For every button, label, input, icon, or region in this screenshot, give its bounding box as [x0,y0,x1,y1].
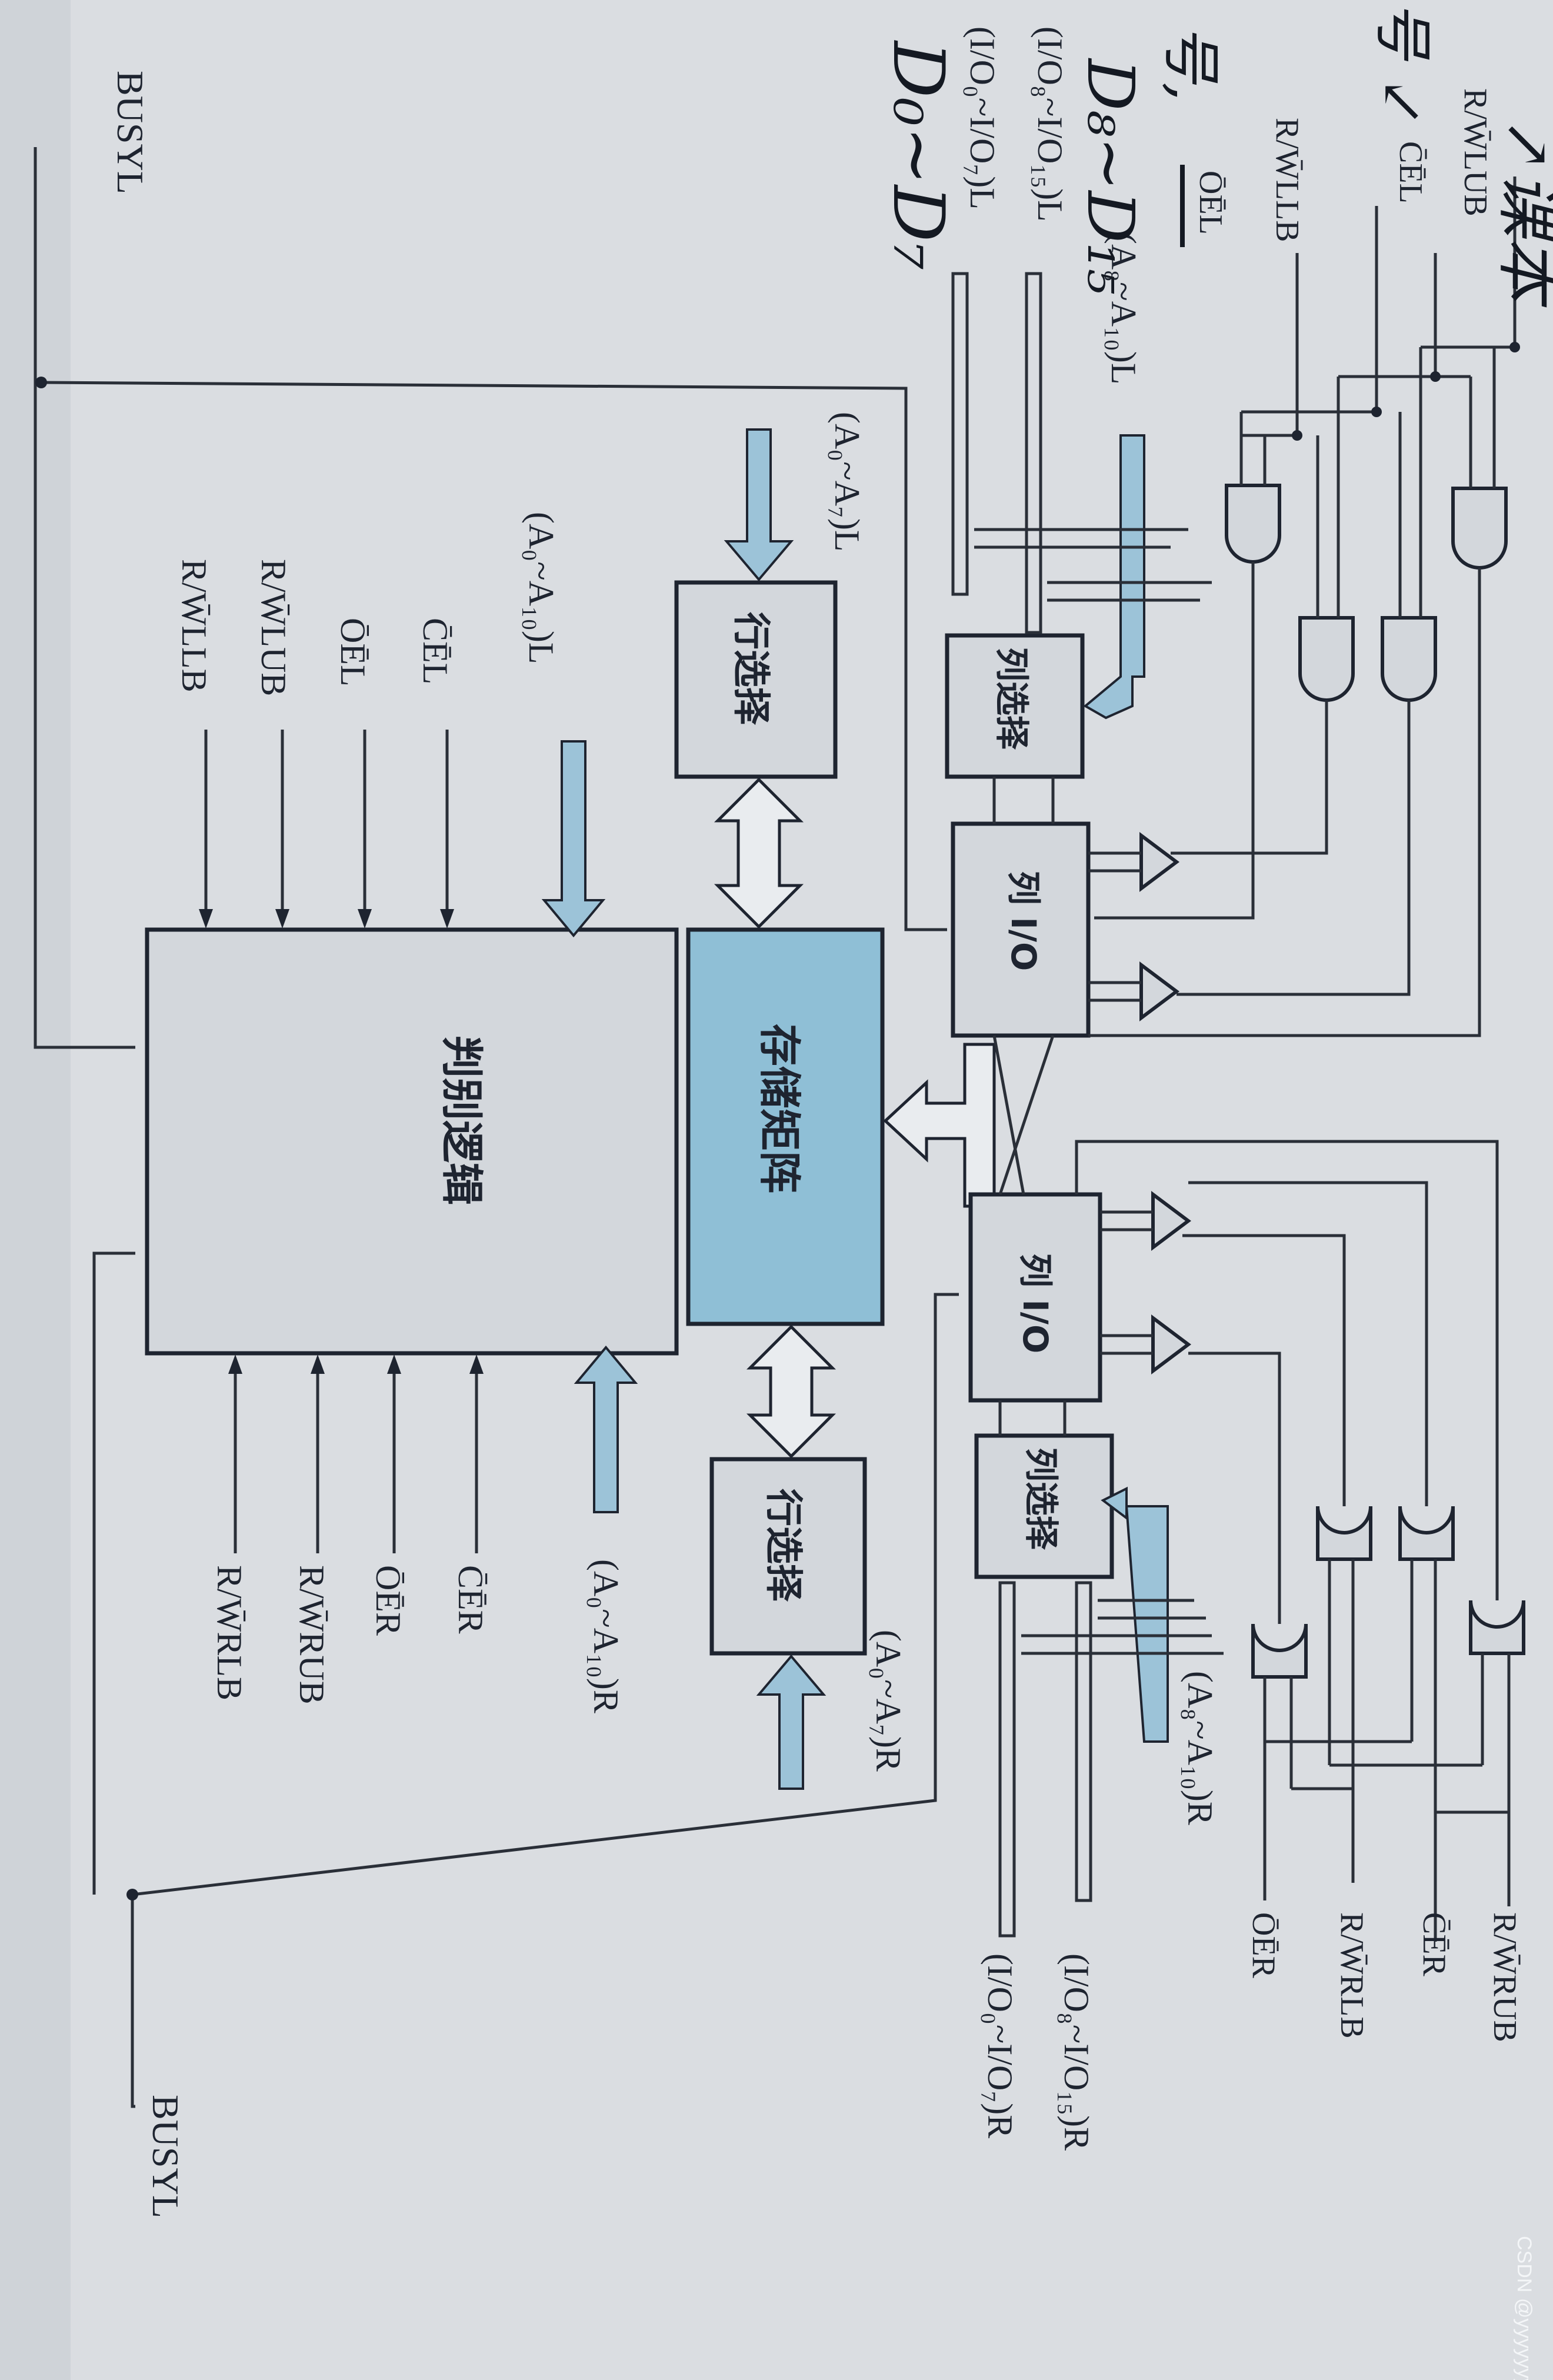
oe-r-right-label: ŌĒR [1245,1912,1282,1979]
io-hi-right-label: (I/O₈~I/O₁₅)R [1057,1953,1096,2151]
io-hi-left-label: (I/O₈~I/O₁₅)L [1031,26,1069,222]
handwriting-note-3: 号, [1157,24,1225,101]
busy-left-wire [34,147,135,1049]
judge-rw-llb-label: R/W̄LLB [175,559,214,693]
handwriting-d0-d7: D₀~D₇ [877,40,959,270]
judge-addr-right-label: (A₀~A₁₀)R [586,1559,625,1713]
rw-llb-left-label: R/W̄LLB [1269,118,1305,242]
judge-right-inputs [228,1354,484,1553]
row-right-storage-dblarrow [746,1324,837,1459]
judge-ce-l-label: C̄ĒL [416,618,455,684]
col-select-right-block [974,1433,1114,1579]
col-io-left-label: 列 I/O [1004,871,1044,971]
rw-rlb-right-label: R/W̄RLB [1334,1912,1370,2039]
and-gates-left [1088,177,1520,1037]
judge-rw-rlb-label: R/W̄RLB [210,1565,249,1700]
judge-logic-block [145,927,679,1356]
row-left-storage-dblarrow [714,777,804,929]
row-select-left-label: 行选择 [729,612,772,725]
row-select-right-block [709,1457,867,1656]
handwriting-d8-d15: D₈~D₁₅ [1073,58,1148,295]
busy-left-junction [35,377,47,388]
col-io-right-label: 列 I/O [1015,1253,1055,1353]
row-select-right-label: 行选择 [761,1489,805,1602]
busy-left-label: BUSYL [109,71,151,194]
col-select-right-addr-label: (A₈~A₁₀)R [1181,1671,1219,1825]
busy-right-wire [131,1895,135,2108]
busy-left-top-wire [41,381,947,931]
oe-l-left-label: ŌĒL [1192,171,1229,235]
row-select-left-addr-label: (A₀~A₇)L [828,412,867,552]
busy-right-feedback-wire [92,1251,135,1895]
col-select-left-block [945,633,1085,779]
judge-left-inputs [199,730,454,928]
col-io-right-block [968,1192,1102,1403]
judge-ce-r-label: C̄ĒR [451,1565,490,1634]
storage-array-label: 存储矩阵 [755,1024,804,1193]
rw-rub-right-label: R/W̄RUB [1487,1912,1523,2042]
col-links [992,777,1067,1436]
ce-r-right-label: C̄ĒR [1416,1912,1452,1977]
judge-addr-right-bus [574,1345,638,1513]
col-select-left-label: 列选择 [992,647,1032,750]
and-gates-right [1075,1140,1525,1942]
row-select-right-addr-label: (A₀~A₇)R [869,1630,908,1772]
judge-addr-left-bus [541,740,606,938]
judge-rw-rub-label: R/W̄RUB [292,1565,331,1705]
watermark: CSDN @yyyyyyyy [1513,2236,1535,2380]
judge-rw-lub-label: R/W̄LUB [254,559,293,696]
busy-right-junction [126,1889,138,1900]
judge-logic-label: 判别逻辑 [437,1036,486,1205]
row-select-right-addr-bus [756,1654,827,1790]
col-select-left-addr-bus [1083,434,1145,720]
tristate-buffers [1088,832,1191,1374]
judge-addr-left-label: (A₀~A₁₀)L [522,512,561,664]
data-buses-left [951,272,1212,634]
storage-array-block [686,927,885,1326]
col-io-left-block [951,821,1091,1038]
handwriting-top-note: ↗课本 [1491,118,1553,308]
data-buses-right [998,1581,1224,1938]
col-select-right-label: 列选择 [1021,1447,1061,1550]
busy-right-label: BUSYL [145,2095,186,2218]
io-lo-right-label: (I/O₀~I/O₇)R [981,1953,1019,2138]
row-select-left-addr-bus [724,428,794,582]
col-select-right-addr-bus [1101,1486,1169,1743]
handwriting-note-2: 号 ↙ [1368,0,1437,127]
col-select-left-addr-label: (A₈~A₁₀)L [1104,232,1143,385]
storage-colio-dblarrow [883,1043,996,1208]
judge-oe-r-label: ŌĒR [369,1565,408,1636]
row-select-left-block [674,580,838,779]
judge-oe-l-label: ŌĒL [334,618,372,687]
io-lo-left-label: (I/O₀~I/O₇)L [963,26,1002,209]
rw-lub-left-label: R/W̄LUB [1457,88,1494,217]
busy-right-bottom-wire [132,1293,959,1896]
ce-l-left-label: C̄ĒL [1392,141,1429,204]
